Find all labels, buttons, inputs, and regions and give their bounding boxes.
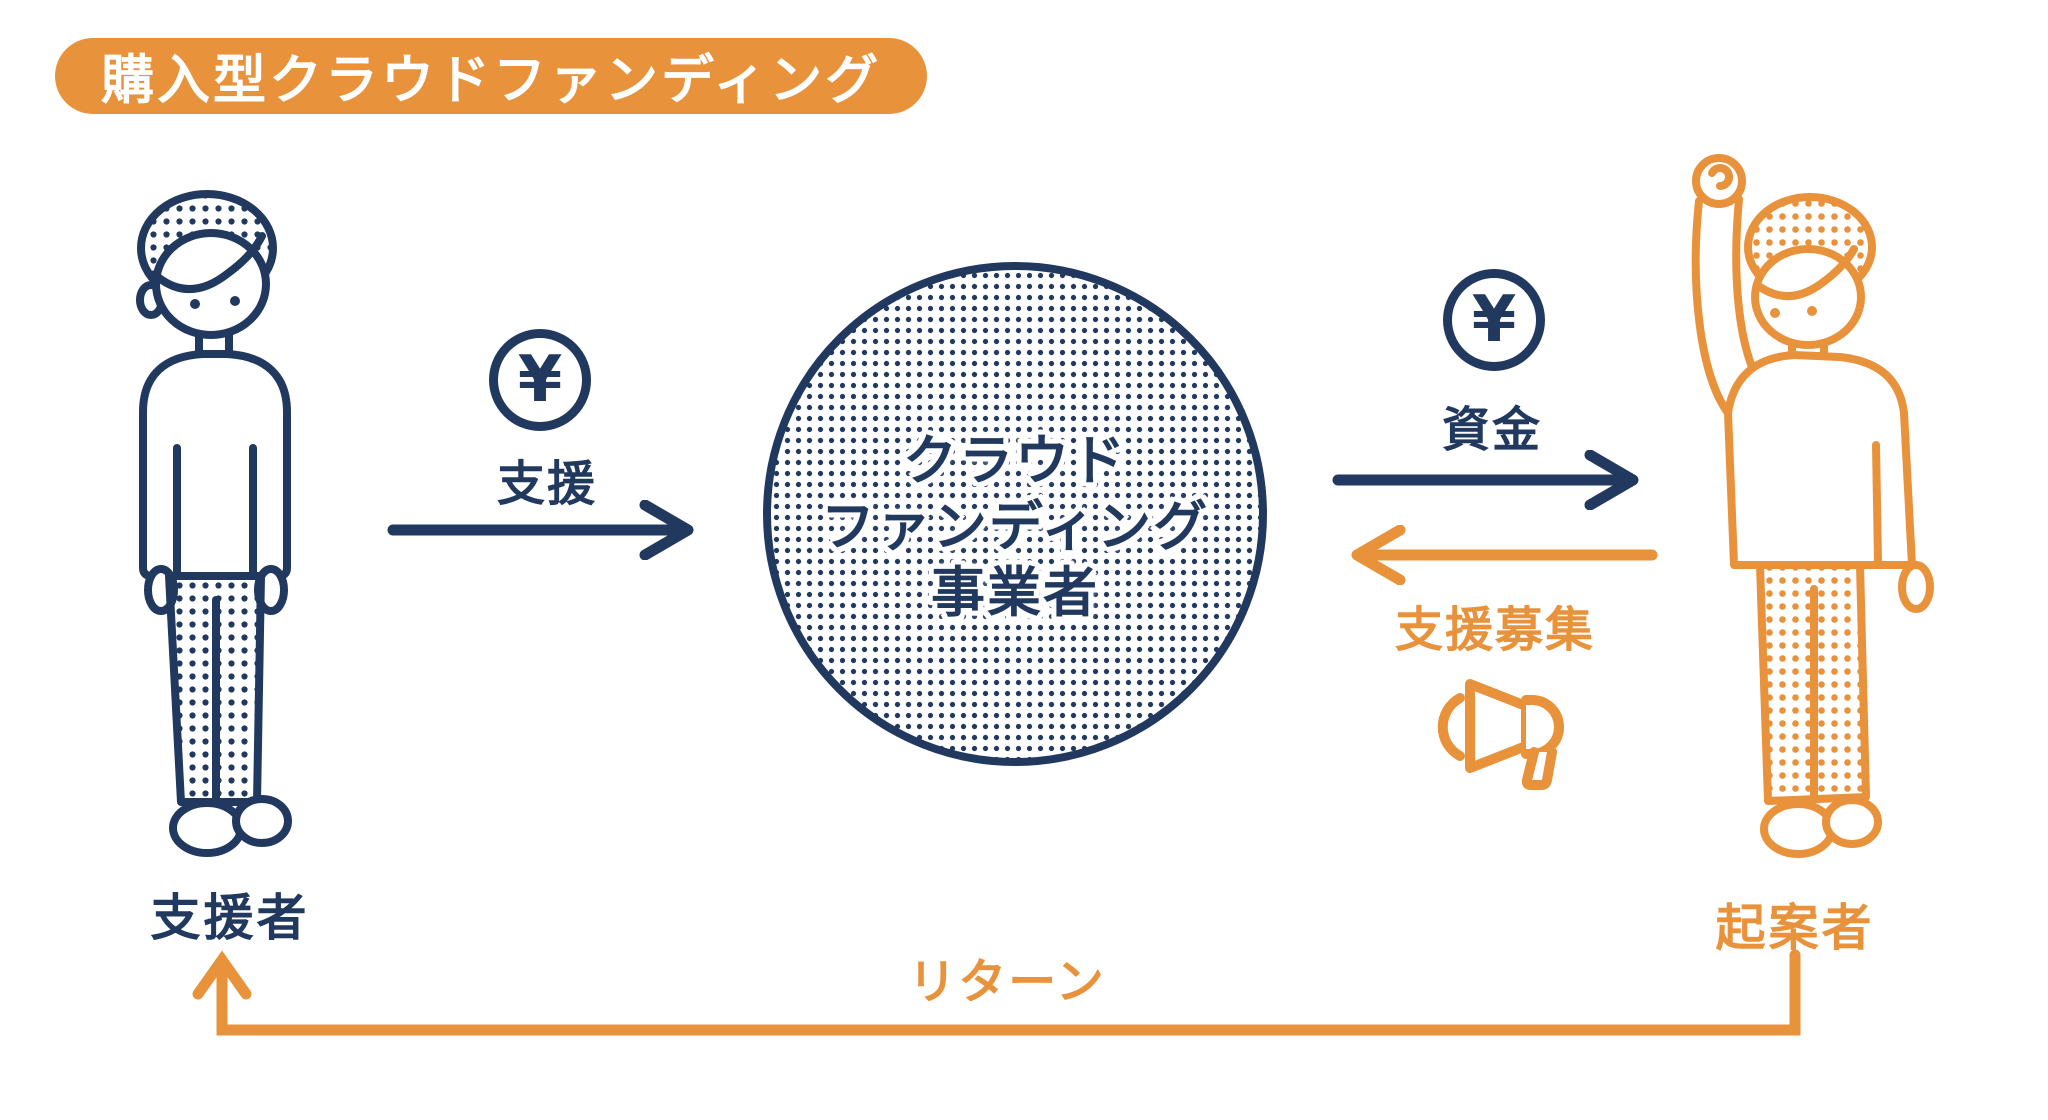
yen-symbol: ¥ bbox=[517, 343, 563, 417]
funds-arrow bbox=[1332, 450, 1639, 510]
support-flow-label: 支援 bbox=[496, 456, 597, 512]
title-badge: 購入型クラウドファンディング bbox=[55, 38, 928, 114]
supporter-illustration bbox=[136, 190, 292, 857]
platform-circle: クラウド ファンディング 事業者 bbox=[763, 262, 1267, 766]
support-arrow bbox=[387, 500, 694, 560]
yen-symbol: ¥ bbox=[1471, 283, 1517, 357]
platform-name-line-2: ファンディング bbox=[820, 495, 1210, 559]
funds-yen-circle-icon: ¥ bbox=[1443, 269, 1545, 371]
supporter-label: 支援者 bbox=[150, 889, 310, 947]
funds-flow-label: 資金 bbox=[1441, 402, 1542, 458]
return-flow-label: リターン bbox=[908, 954, 1106, 1010]
platform-name-line-3: 事業者 bbox=[931, 560, 1099, 624]
platform-name-line-1: クラウド bbox=[903, 429, 1127, 493]
megaphone-icon bbox=[1437, 679, 1564, 790]
recruitment-arrow bbox=[1351, 525, 1658, 585]
support-yen-circle-icon: ¥ bbox=[489, 329, 591, 431]
recruitment-flow-label: 支援募集 bbox=[1394, 602, 1595, 658]
founder-illustration bbox=[1691, 154, 1934, 858]
founder-label: 起案者 bbox=[1715, 899, 1875, 957]
return-arrow bbox=[192, 949, 1801, 1036]
title-badge-label: 購入型クラウドファンディング bbox=[101, 50, 882, 111]
